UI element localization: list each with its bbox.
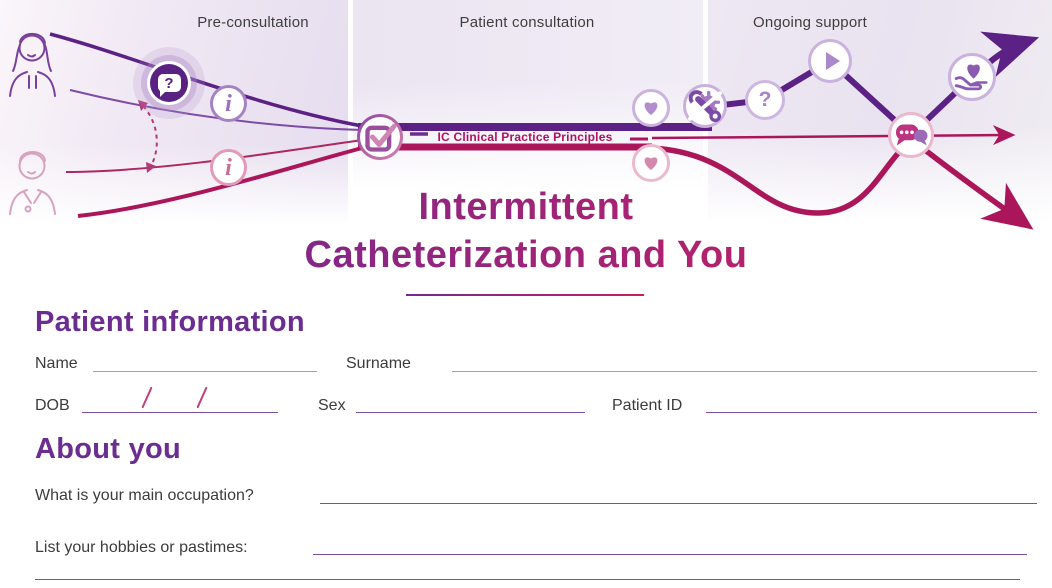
section-heading-patient-information: Patient information (35, 306, 305, 338)
phase-label-pre-consultation: Pre-consultation (197, 14, 309, 31)
question-bubble-glyph: ? (164, 74, 174, 92)
clinician-path-upper (65, 139, 363, 173)
dob-separator-slash (196, 386, 208, 409)
dob-field-label: DOB (35, 397, 70, 414)
exchange-dashed-arrow-icon (138, 100, 158, 173)
dip-path-magenta (649, 136, 1034, 230)
heart-icon (632, 144, 670, 182)
title-underline (406, 294, 644, 296)
phase-label-patient-consultation: Patient consultation (459, 14, 595, 31)
clinician-figure-icon (9, 151, 56, 215)
dob-field-line[interactable] (82, 411, 278, 413)
patient-figure-icon (9, 32, 56, 97)
patient-path-lower (69, 89, 363, 131)
section-heading-about-you: About you (35, 433, 182, 465)
patient-id-field-label: Patient ID (612, 397, 683, 414)
occupation-field-line[interactable] (320, 502, 1037, 504)
info-icon: i (210, 149, 247, 186)
hand-with-heart-icon (948, 53, 996, 101)
name-field-label: Name (35, 355, 78, 372)
play-video-icon (808, 39, 852, 83)
clinician-path-lower (77, 146, 363, 218)
sex-field-label: Sex (318, 397, 346, 414)
name-field-line[interactable] (93, 370, 317, 372)
patient-path-upper (49, 32, 363, 128)
band-label-ic-clinical-practice-principles: IC Clinical Practice Principles (437, 130, 613, 144)
phase-panel-pre-consultation (0, 0, 348, 232)
dob-separator-slash (141, 386, 153, 409)
surname-field-line[interactable] (452, 370, 1037, 372)
chat-bubbles-icon (888, 112, 934, 158)
hobbies-question-label: List your hobbies or pastimes: (35, 539, 248, 556)
hobbies-continuation-line[interactable] (35, 578, 1020, 580)
page-title-line2: Catheterization and You (0, 234, 1052, 277)
question-mark-icon: ? (745, 80, 785, 120)
sex-field-line[interactable] (356, 411, 585, 413)
surname-field-label: Surname (346, 355, 411, 372)
heart-icon (632, 89, 670, 127)
play-triangle (825, 52, 840, 70)
question-speech-bubble-icon: ? (150, 64, 188, 102)
phase-label-ongoing-support: Ongoing support (753, 14, 867, 31)
occupation-question-label: What is your main occupation? (35, 487, 254, 504)
straight-path-magenta (651, 125, 1016, 146)
page-title-line1: Intermittent (0, 186, 1052, 229)
no-tools-wrench-icon (683, 84, 727, 128)
checklist-checkbox-icon (357, 114, 403, 160)
hobbies-field-line[interactable] (313, 553, 1027, 555)
patient-id-field-line[interactable] (706, 411, 1037, 413)
info-icon: i (210, 85, 247, 122)
